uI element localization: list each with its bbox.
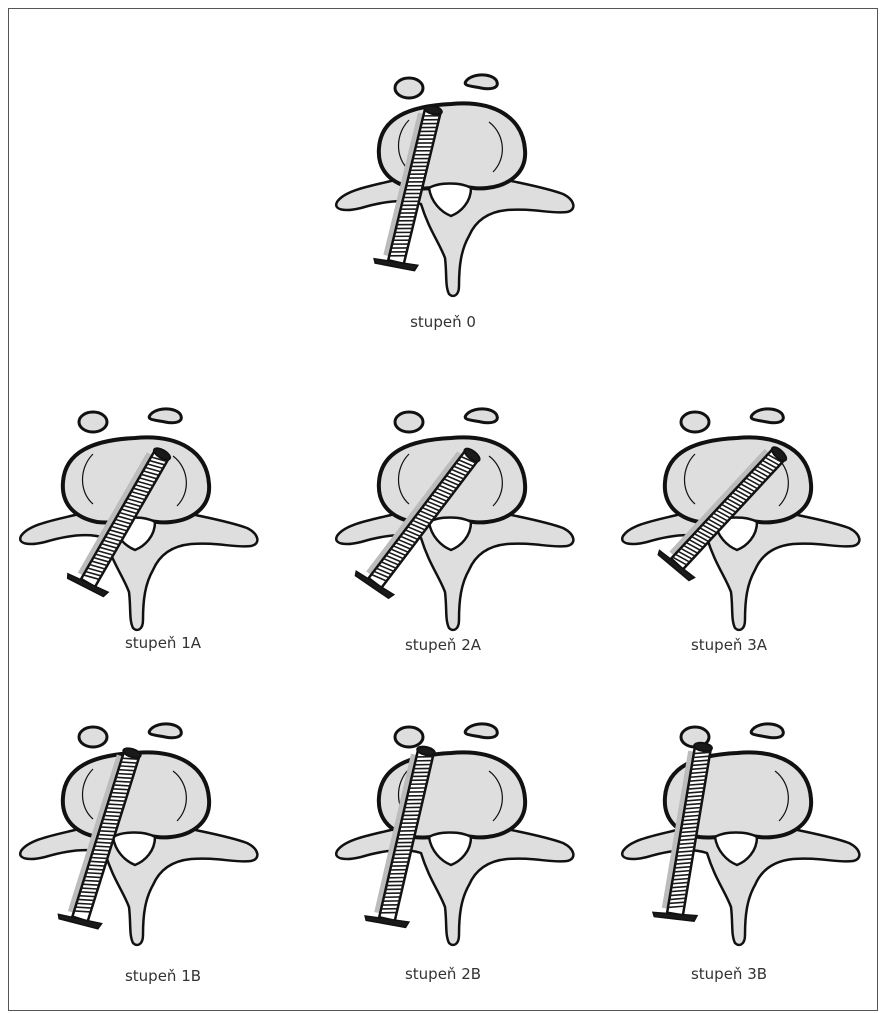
vertebra-figure-grade-3A: [597, 396, 877, 636]
vertebra-figure-grade-0: [311, 62, 591, 302]
vertebra: [20, 409, 257, 630]
facet-oval-right: [465, 75, 497, 89]
facet-oval-left: [79, 727, 107, 747]
vertebra-figure-grade-1A: [0, 396, 275, 636]
caption-grade-2A: stupeň 2A: [343, 636, 543, 654]
facet-oval-left: [79, 412, 107, 432]
facet-oval-right: [149, 724, 181, 738]
caption-grade-3A: stupeň 3A: [629, 636, 829, 654]
facet-oval-right: [465, 724, 497, 738]
vertebra-figure-grade-3B: [597, 711, 877, 951]
vertebra: [336, 724, 573, 945]
vertebra-drawing: [597, 396, 877, 636]
vertebra: [622, 409, 859, 630]
vertebral-body: [379, 103, 525, 188]
vertebra-drawing: [0, 711, 275, 951]
figure-frame: stupeň 0 stupeň 1A stupeň 2A stupeň 3A s…: [8, 8, 878, 1011]
facet-oval-right: [149, 409, 181, 423]
facet-oval-left: [395, 412, 423, 432]
facet-oval-left: [681, 412, 709, 432]
vertebra-drawing: [311, 711, 591, 951]
vertebra-drawing: [311, 396, 591, 636]
vertebra-drawing: [0, 396, 275, 636]
vertebra: [622, 724, 859, 945]
vertebra-drawing: [311, 62, 591, 302]
facet-oval-left: [395, 727, 423, 747]
facet-oval-right: [465, 409, 497, 423]
vertebra-figure-grade-1B: [0, 711, 275, 951]
caption-grade-1B: stupeň 1B: [63, 967, 263, 985]
vertebra: [336, 75, 573, 296]
facet-oval-left: [395, 78, 423, 98]
vertebra: [336, 409, 573, 630]
vertebra-figure-grade-2B: [311, 711, 591, 951]
vertebra-figure-grade-2A: [311, 396, 591, 636]
caption-grade-3B: stupeň 3B: [629, 965, 829, 983]
caption-grade-0: stupeň 0: [343, 313, 543, 331]
caption-grade-1A: stupeň 1A: [63, 634, 263, 652]
vertebra-drawing: [597, 711, 877, 951]
facet-oval-right: [751, 409, 783, 423]
caption-grade-2B: stupeň 2B: [343, 965, 543, 983]
facet-oval-right: [751, 724, 783, 738]
